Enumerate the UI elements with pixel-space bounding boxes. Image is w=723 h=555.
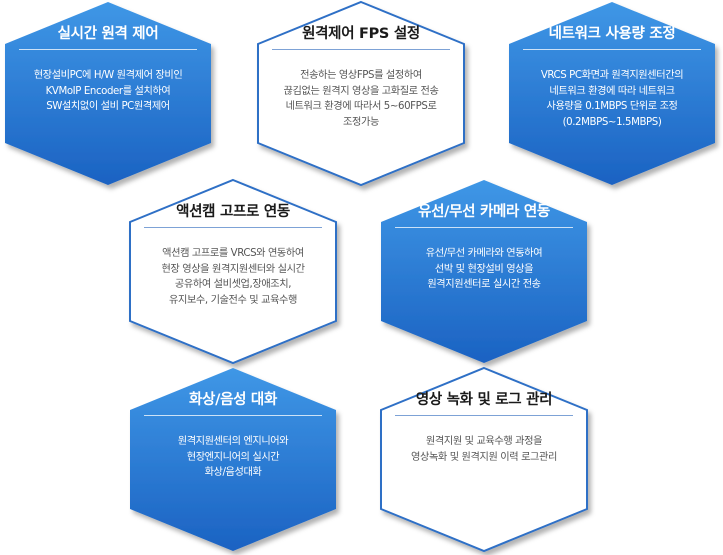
badge-shape [381,180,587,363]
badge-shape [130,368,336,551]
badge-shape [129,178,337,365]
title-divider [144,227,322,228]
description-line: 유선/무선 카메라와 연동하여 [425,248,543,259]
badge-title: 네트워크 사용량 조정 [548,26,676,42]
badge-shape [5,2,211,185]
description-line: 현장 영상을 원격지원센터와 실시간 [161,263,305,275]
description-line: 네트워크 환경에 따라 네트워크 [549,85,675,97]
description-line: 유지보수, 기술전수 및 교육수행 [169,294,297,306]
title-divider [144,415,322,416]
badge-title: 유선/무선 카메라 연동 [418,204,550,220]
badge-description: 현장설비PC에 H/W 원격제어 장비인 KVMoIP Encoder를 설치하여… [15,68,201,115]
description-line: 현장엔지니어의 실시간 [186,451,280,463]
badge-title: 액션캠 고프로 연동 [176,204,290,220]
description-line: VRCS PC화면과 원격지원센터간의 [540,70,684,81]
badge-title: 영상 녹화 및 로그 관리 [415,392,553,408]
badge-shape [380,366,588,553]
description-line: SW설치없이 설비 PC원격제어 [46,101,170,112]
description-line: 원격지원센터로 실시간 전송 [427,279,541,290]
description-line: 원격지원센터의 엔지니어와 [177,436,289,447]
description-line: 원격지원 및 교육수행 과정을 [425,436,543,447]
badge-title: 원격제어 FPS 설정 [302,26,420,42]
description-line: 끊김없는 원격지 영상을 고화질로 전송 [283,85,439,97]
title-divider [272,49,450,50]
description-line: KVMoIP Encoder를 설치하여 [45,85,171,97]
badge-shape [257,0,465,187]
description-line: 액션캠 고프로를 VRCS와 연동하여 [162,248,304,259]
description-line: 공유하여 설비셋업,장애조치, [174,279,292,290]
title-divider [19,49,197,50]
badge-title: 화상/음성 대화 [189,392,277,408]
description-line: 화상/음성대화 [204,467,262,478]
description-line: (0.2MBPS~1.5MBPS) [562,116,662,128]
description-line: 선박 및 현장설비 영상을 [434,263,534,275]
badge-title: 실시간 원격 제어 [57,26,159,42]
title-divider [395,227,573,228]
description-line: 전송하는 영상FPS를 설정하여 [300,70,422,81]
description-line: 영상녹화 및 원격지원 이력 로그관리 [411,451,557,463]
title-divider [395,415,573,416]
description-line: 사용량을 0.1MBPS 단위로 조정 [546,101,678,112]
description-line: 조정가능 [343,116,379,128]
description-line: 네트워크 환경에 따라서 5~60FPS로 [285,101,437,112]
title-divider [523,49,701,50]
description-line: 현장설비PC에 H/W 원격제어 장비인 [33,70,183,81]
badge-shape [509,2,715,185]
